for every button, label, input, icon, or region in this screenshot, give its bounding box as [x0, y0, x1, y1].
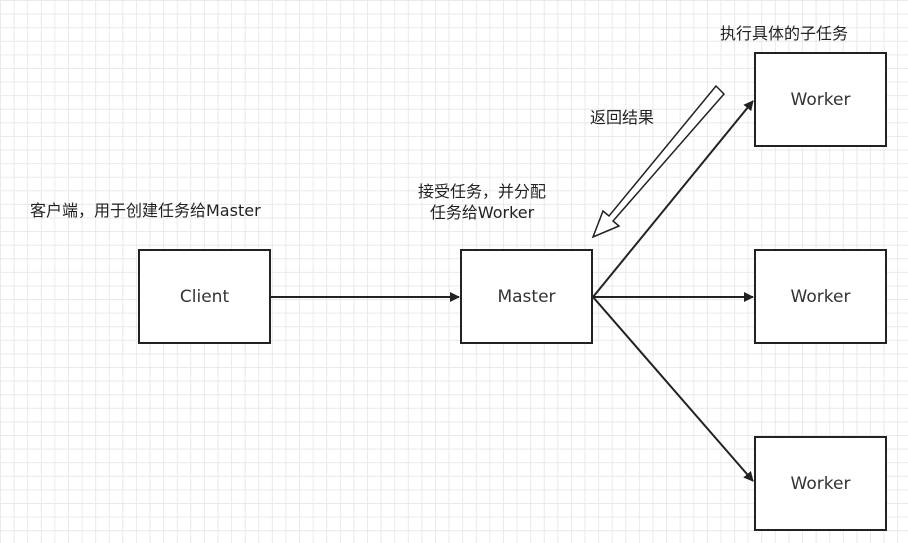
master-annotation-line-2: 任务给Worker — [429, 203, 535, 222]
master-annotation-line-1: 接受任务，并分配 — [418, 182, 547, 201]
client-annotation: 客户端，用于创建任务给Master — [30, 201, 261, 220]
master-annotation: 接受任务，并分配 任务给Worker — [418, 181, 546, 223]
worker-annotation: 执行具体的子任务 — [720, 24, 849, 43]
worker-node-middle: Worker — [754, 249, 887, 344]
worker-node-top: Worker — [754, 52, 887, 147]
master-node: Master — [460, 249, 593, 344]
return-result-annotation: 返回结果 — [590, 108, 655, 127]
client-node: Client — [138, 249, 271, 344]
worker-node-bottom: Worker — [754, 436, 887, 531]
return-result-arrow — [591, 84, 726, 239]
arrow-master-to-worker-bottom — [592, 296, 754, 482]
arrow-master-to-worker-top — [592, 100, 754, 298]
